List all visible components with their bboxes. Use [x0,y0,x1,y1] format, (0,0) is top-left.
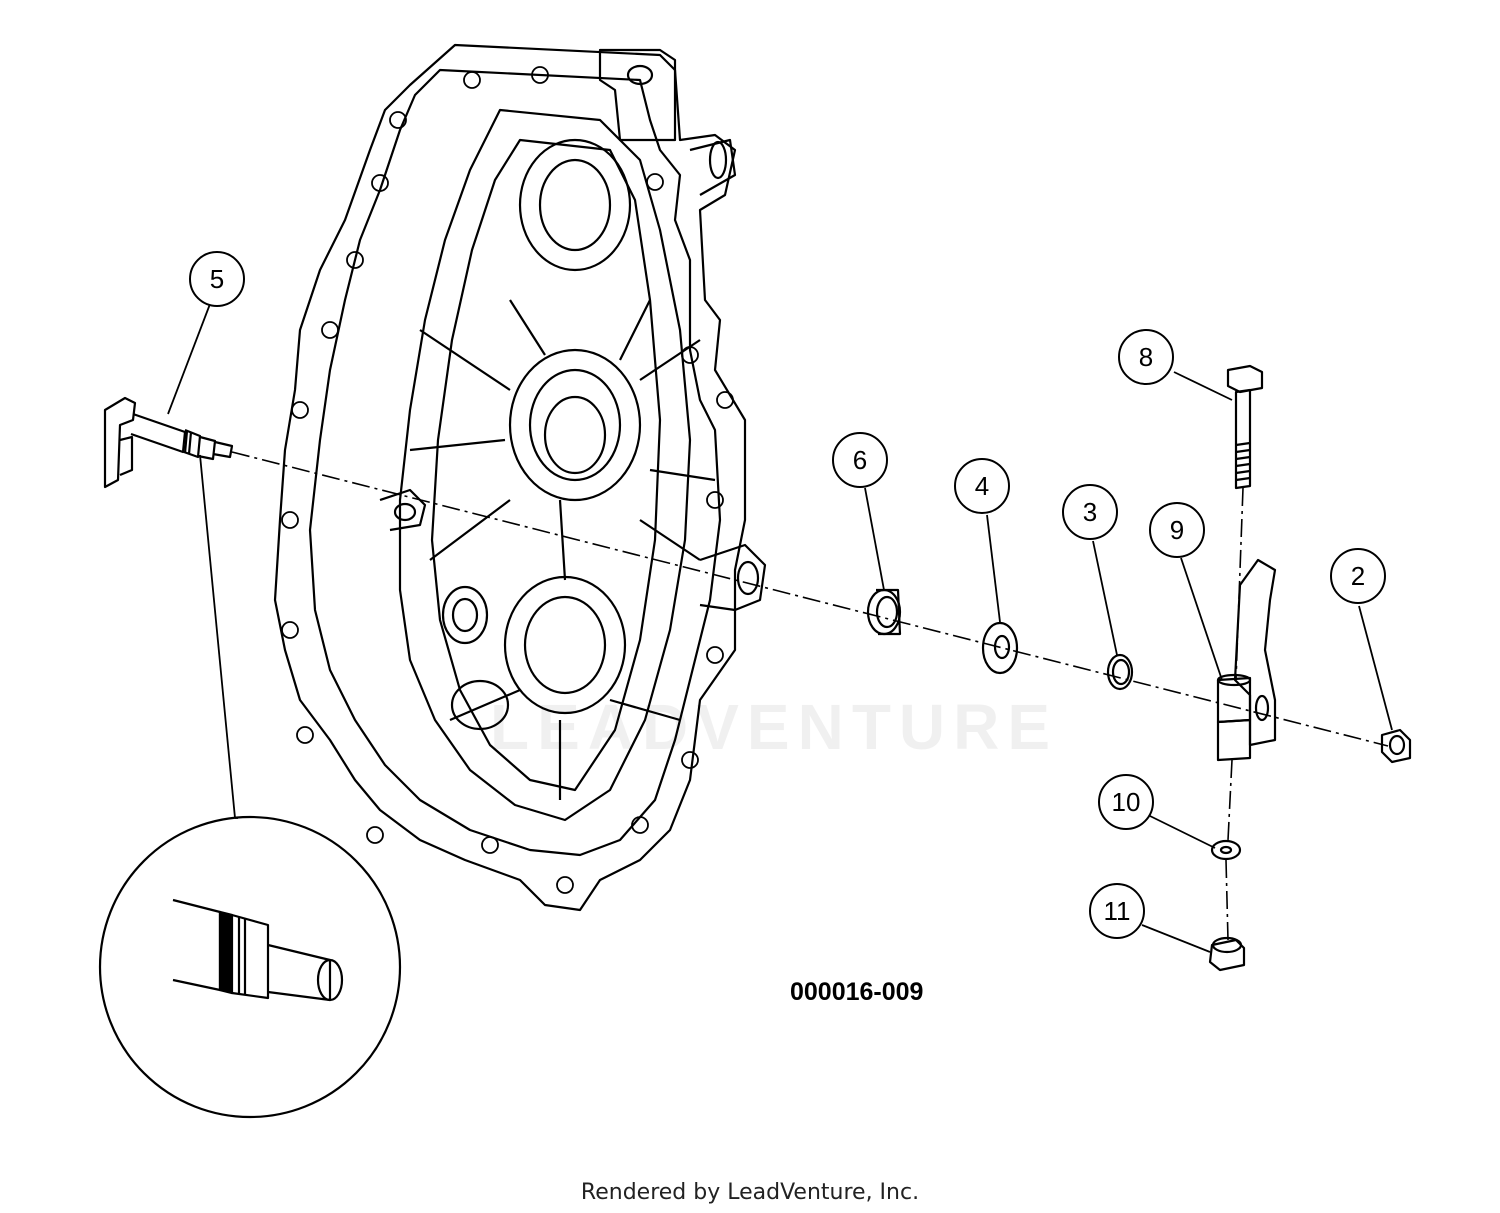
seal-part-6 [866,588,902,636]
svg-text:3: 3 [1083,497,1097,527]
leadventure-watermark: LEADVENTURE [490,691,1059,763]
callout-5[interactable]: 5 [189,251,245,307]
shaft-part-5 [103,396,234,489]
nut-part-2 [1380,728,1412,764]
callout-11[interactable]: 11 [1089,883,1145,939]
callout-10[interactable]: 10 [1098,774,1154,830]
footer-credit: Rendered by LeadVenture, Inc. [580,1180,920,1205]
lever-part-9 [1216,558,1277,762]
bolt-part-8 [1226,364,1264,490]
svg-text:4: 4 [975,471,989,501]
washer-part-10 [1210,839,1242,861]
svg-text:6: 6 [853,445,867,475]
housing-cover [273,43,767,912]
callout-6[interactable]: 6 [832,432,888,488]
leader-lines [167,303,1393,953]
callout-2[interactable]: 2 [1330,548,1386,604]
assembly-centerlines [231,451,1389,941]
svg-text:9: 9 [1170,515,1184,545]
callout-4[interactable]: 4 [954,458,1010,514]
callout-3[interactable]: 3 [1062,484,1118,540]
svg-text:10: 10 [1112,787,1141,817]
svg-text:5: 5 [210,264,224,294]
nut-part-11 [1208,936,1246,972]
ring-part-3 [1106,653,1134,691]
svg-text:2: 2 [1351,561,1365,591]
svg-text:11: 11 [1104,896,1131,926]
callout-bubbles: 5 6 4 3 9 8 2 10 [189,251,1386,939]
washer-part-4 [981,621,1019,675]
callout-9[interactable]: 9 [1149,502,1205,558]
svg-text:8: 8 [1139,342,1153,372]
diagram-code: 000016-009 [790,978,924,1006]
callout-8[interactable]: 8 [1118,329,1174,385]
detail-inset [98,454,402,1119]
